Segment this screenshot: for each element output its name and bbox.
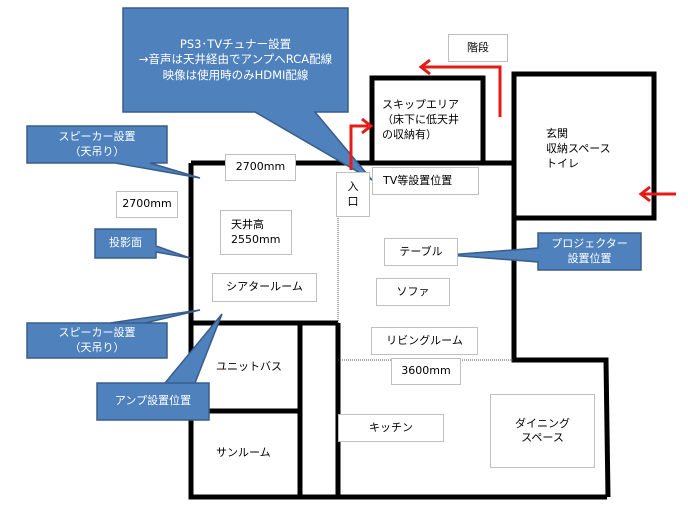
wall-left-bottom (188, 163, 607, 500)
dimension-left: 2700mm (116, 191, 178, 218)
callout-speaker-bottom: スピーカー設置 （天吊り） (58, 325, 136, 354)
arrow-head (638, 185, 651, 203)
callout-screen: 投影面 (109, 236, 142, 250)
callout-speaker-top-shape (26, 125, 201, 179)
arrow-head (361, 117, 374, 135)
dimension-top: 2700mm (225, 154, 296, 181)
callout-screen-shape (94, 228, 191, 259)
callout-speaker-bottom-shape (26, 309, 201, 359)
sofa-label: ソファ (376, 278, 450, 306)
callout-ps3-tv-tuner: PS3･TVチュナー設置 →音声は天井経由でアンプへRCA配線 映像は使用時のみ… (138, 36, 333, 82)
tv-position-label: TV等設置位置 (372, 167, 479, 195)
red-arrows (349, 58, 676, 203)
callout-projector-shape (447, 232, 642, 271)
unit-bath-label: ユニットバス (216, 360, 282, 373)
walls (188, 71, 657, 500)
arrow-to-skip-area (349, 124, 368, 170)
entry-label: 入 口 (336, 172, 370, 217)
callout-amp: アンプ設置位置 (114, 394, 192, 408)
ceiling-height-label: 天井高 2550mm (220, 210, 292, 255)
theater-room-label: シアタールーム (212, 273, 317, 302)
callout-ps3-shape (122, 7, 373, 181)
callout-amp-shape (96, 313, 223, 421)
dimension-bottom: 3600mm (391, 358, 461, 385)
arrow-head (418, 58, 431, 76)
skip-area-label: スキップエリア （床下に低天井 の収納有） (382, 98, 459, 141)
table-label: テーブル (384, 238, 458, 266)
genkan-label: 玄関 収納スペース トイレ (546, 127, 611, 170)
kitchen-label: キッチン (338, 414, 444, 442)
wall-right (511, 218, 611, 498)
callout-shapes (26, 7, 642, 421)
arrow-to-stairs (422, 65, 502, 117)
sunroom-label: サンルーム (216, 446, 271, 459)
living-room-label: リビングルーム (371, 327, 478, 355)
entrance-walls (511, 71, 657, 221)
callout-projector: プロジェクター 設置位置 (551, 236, 628, 265)
stairs-label: 階段 (448, 34, 508, 62)
dining-space-label: ダイニング スペース (490, 394, 595, 468)
skip-area-walls (369, 75, 486, 166)
callout-speaker-top: スピーカー設置 （天吊り） (58, 129, 136, 158)
